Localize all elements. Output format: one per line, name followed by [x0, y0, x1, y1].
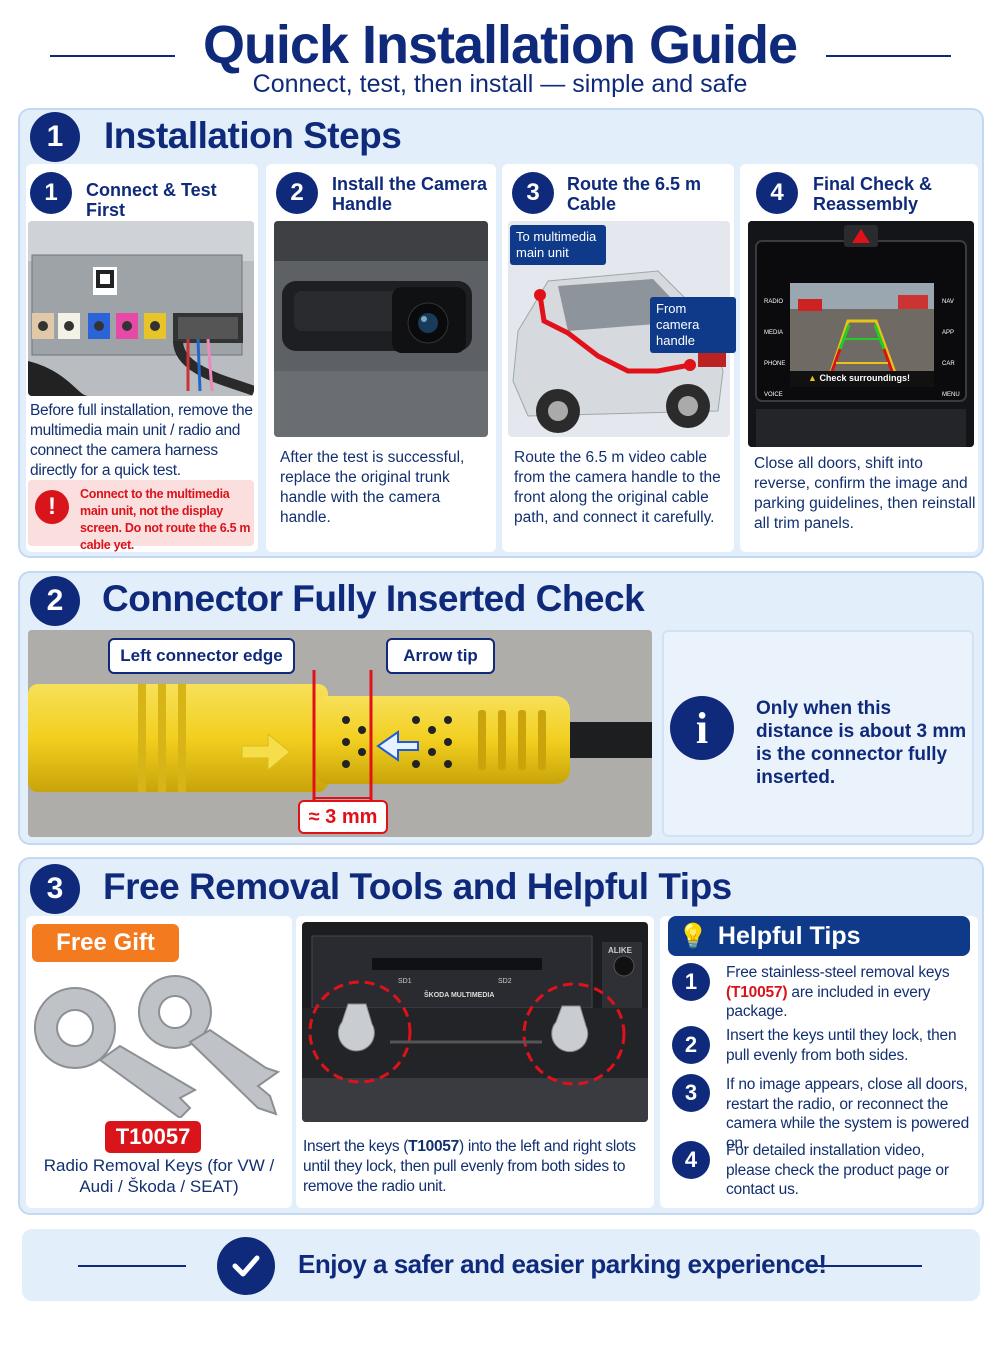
section-number-1: 1: [30, 112, 80, 162]
tip-text-2: Insert the keys until they lock, then pu…: [726, 1027, 957, 1064]
footer-divider-left: [78, 1265, 186, 1267]
screen-button-app[interactable]: APP: [942, 330, 955, 336]
info-icon: i: [670, 696, 734, 760]
screen-right-buttons: NAV APP CAR MENU: [942, 287, 966, 411]
step-text-1: Before full installation, remove the mul…: [30, 402, 253, 479]
step-number-2: 2: [276, 172, 318, 214]
screen-button-phone[interactable]: PHONE: [764, 361, 786, 367]
radio-slot1-label: SD1: [398, 978, 412, 985]
step-text-2: After the test is successful, replace th…: [280, 449, 465, 526]
callout-to-main-unit: To multimedia main unit: [510, 225, 606, 265]
step-title-1: Connect & Test First: [86, 180, 217, 220]
screen-button-voice[interactable]: VOICE: [764, 392, 783, 398]
title-divider-left: [50, 55, 175, 57]
screen-button-radio[interactable]: RADIO: [764, 299, 784, 305]
screen-button-media[interactable]: MEDIA: [764, 330, 784, 336]
page-subtitle: Connect, test, then install — simple and…: [252, 70, 748, 98]
lightbulb-icon: 💡: [678, 922, 708, 950]
tip-number-2: 2: [672, 1026, 710, 1064]
removal-keys-image: [30, 968, 288, 1120]
tip-text-3: If no image appears, close all doors, re…: [726, 1076, 970, 1152]
section-title-connector-check: Connector Fully Inserted Check: [102, 578, 645, 619]
title-divider-right: [826, 55, 951, 57]
helpful-tips-card: [660, 916, 978, 1208]
page-title: Quick Installation Guide: [202, 15, 798, 75]
helpful-tips-header: 💡 Helpful Tips: [668, 916, 970, 956]
step-number-3: 3: [512, 172, 554, 214]
radio-brand-label: ŠKODA MULTIMEDIA: [424, 992, 495, 999]
section-title-installation-steps: Installation Steps: [104, 115, 402, 156]
reverse-screen-photo: ▲ Check surroundings! RADIO MEDIA PHONE …: [748, 221, 974, 447]
step-title-2: Install the Camera Handle: [332, 174, 488, 214]
footer-divider-right: [810, 1265, 922, 1267]
step-number-1: 1: [30, 172, 72, 214]
step-title-3: Route the 6.5 m Cable: [567, 174, 702, 214]
label-arrow-tip: Arrow tip: [386, 638, 495, 674]
tip-number-1: 1: [672, 963, 710, 1001]
warning-triangle-icon: ▲: [808, 373, 817, 383]
screen-button-nav[interactable]: NAV: [942, 299, 954, 305]
tip-number-4: 4: [672, 1141, 710, 1179]
info-text: Only when this distance is about 3 mm is…: [756, 698, 967, 788]
checkmark-icon: [217, 1237, 275, 1295]
radio-removal-photo: ŠKODA MULTIMEDIA SD1 SD2 ALIKE: [302, 922, 648, 1122]
radio-side-label: ALIKE: [608, 946, 632, 955]
exclamation-icon: !: [35, 490, 69, 524]
tip-text-1: Free stainless-steel removal keys (T1005…: [726, 964, 950, 1020]
section-number-3: 3: [30, 864, 80, 914]
step-text-4: Close all doors, shift into reverse, con…: [754, 455, 976, 532]
warning-text: Connect to the multimedia main unit, not…: [80, 487, 251, 552]
callout-from-camera: From camera handle: [650, 297, 736, 353]
distance-badge: ≈ 3 mm: [298, 800, 388, 834]
step-number-4: 4: [756, 172, 798, 214]
tip-text-4: For detailed installation video, please …: [726, 1142, 949, 1198]
screen-button-menu[interactable]: MENU: [942, 392, 960, 398]
footer-text: Enjoy a safer and easier parking experie…: [298, 1249, 827, 1279]
radio-removal-text: Insert the keys (T10057) into the left a…: [303, 1138, 636, 1195]
step-text-3: Route the 6.5 m video cable from the cam…: [514, 449, 721, 526]
section-number-2: 2: [30, 576, 80, 626]
free-gift-badge: Free Gift: [32, 924, 179, 962]
label-left-connector-edge: Left connector edge: [108, 638, 295, 674]
radio-text-code: T10057: [408, 1138, 459, 1155]
step-title-4: Final Check & Reassembly: [813, 174, 933, 214]
camera-handle-photo: [274, 221, 488, 437]
tip-number-3: 3: [672, 1074, 710, 1112]
radio-unit-photo: [28, 221, 254, 396]
section-title-tools-tips: Free Removal Tools and Helpful Tips: [103, 866, 732, 907]
screen-left-buttons: RADIO MEDIA PHONE VOICE: [764, 287, 788, 411]
screen-warning-text: ▲ Check surroundings!: [808, 373, 910, 383]
helpful-tips-title: Helpful Tips: [717, 921, 861, 950]
code-badge-t10057: T10057: [105, 1121, 201, 1153]
screen-button-car[interactable]: CAR: [942, 361, 955, 367]
radio-slot2-label: SD2: [498, 978, 512, 985]
keys-caption: Radio Removal Keys (for VW / Audi / Škod…: [43, 1156, 275, 1196]
